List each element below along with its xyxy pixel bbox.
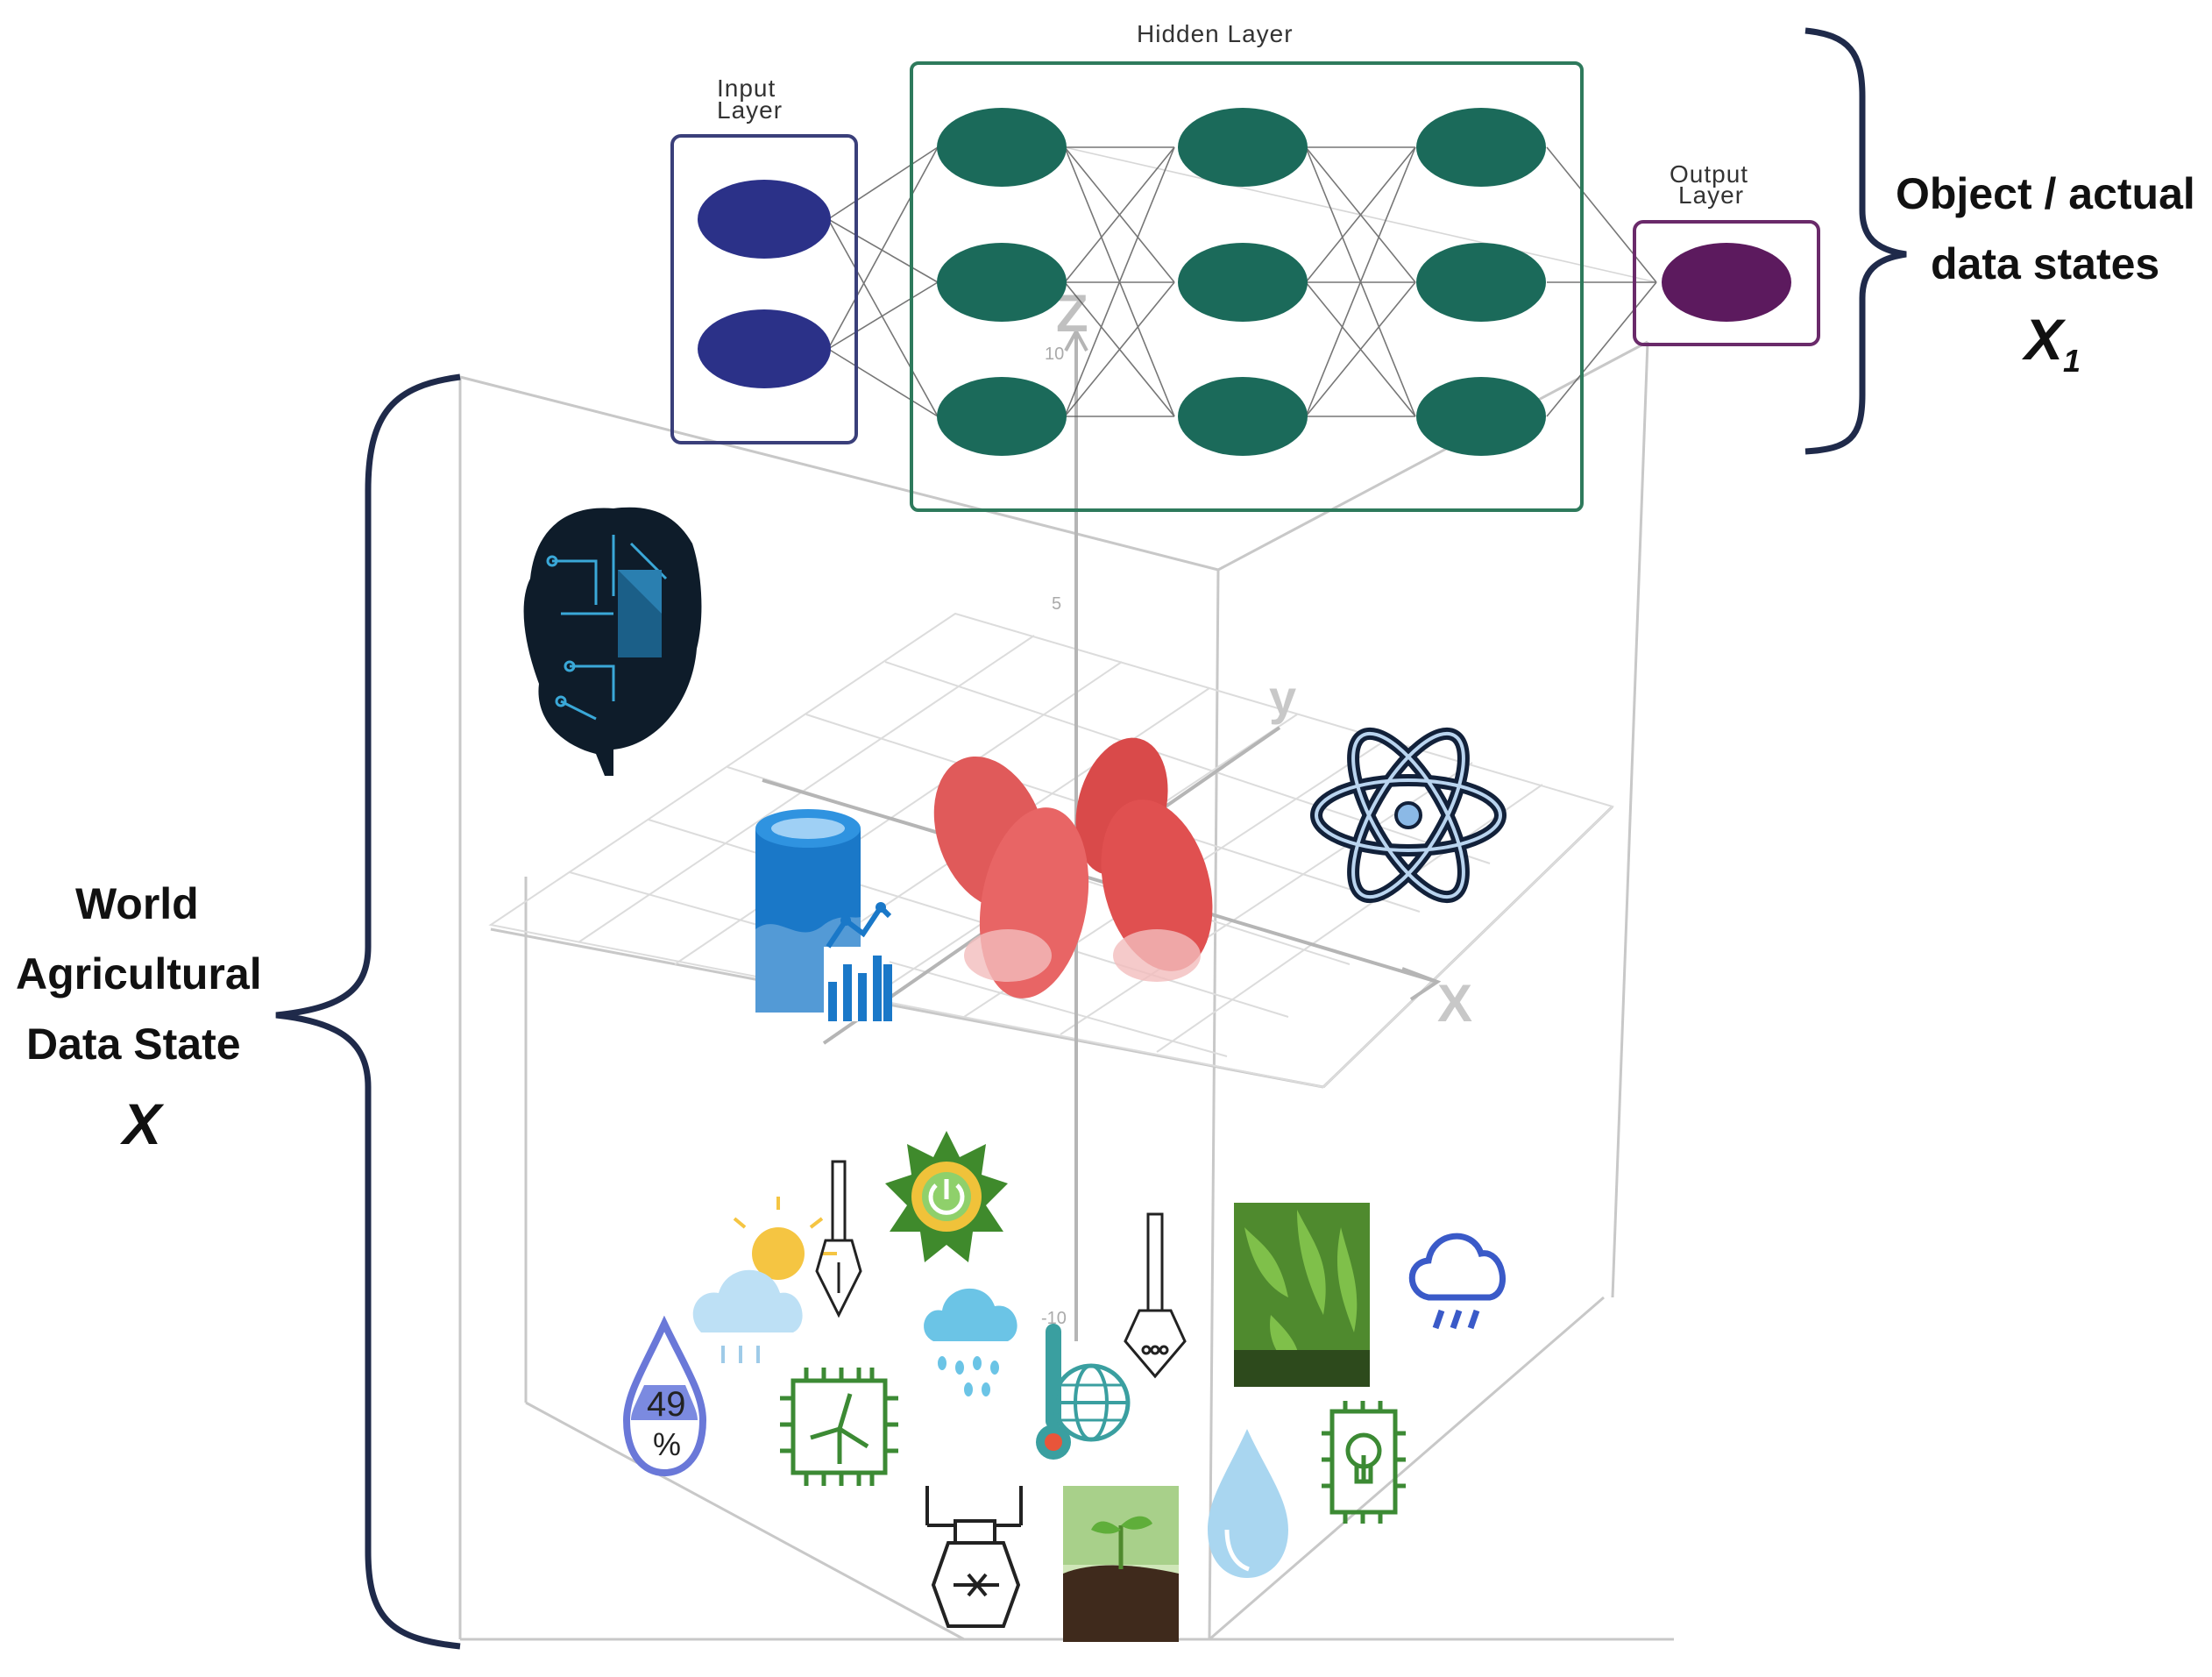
input-node-1 <box>698 180 831 259</box>
wind-chip-icon <box>780 1368 898 1486</box>
solar-power-icon <box>885 1131 1008 1262</box>
input-layer-label-1: Input <box>717 75 776 102</box>
3d-surface-plot <box>933 737 1213 998</box>
input-layer-label-2: Layer <box>717 96 783 124</box>
hidden-layer-label: Hidden Layer <box>1137 20 1294 47</box>
left-label-line2: Agricultural <box>16 949 262 998</box>
input-layer-box <box>670 134 858 444</box>
cloud-sun-icon <box>692 1197 837 1363</box>
hidden-node <box>1178 243 1308 322</box>
x-axis-label: X <box>1437 974 1472 1033</box>
water-drop-icon <box>1208 1429 1288 1578</box>
left-brace <box>275 373 461 1650</box>
left-label-line3: Data State <box>26 1020 241 1069</box>
output-layer-box <box>1633 220 1820 346</box>
input-node-2 <box>698 309 831 388</box>
hidden-node <box>937 108 1067 187</box>
right-brace <box>1804 27 1907 455</box>
humidity-unit: % <box>653 1426 681 1462</box>
hidden-layer-box <box>910 61 1584 512</box>
hidden-node <box>1178 108 1308 187</box>
flow-sensor-icon <box>925 1486 1023 1628</box>
humidity-droplet-icon <box>622 1315 707 1477</box>
ai-brain-icon <box>523 507 702 776</box>
right-label-symbol: X1 <box>2021 307 2081 379</box>
moisture-probe-icon <box>1124 1212 1187 1379</box>
z-tick-neg10: -10 <box>1041 1309 1067 1328</box>
hidden-nodes <box>937 108 1546 456</box>
hidden-node <box>1416 108 1546 187</box>
left-label-line1: World <box>75 879 199 928</box>
right-label-subscript: 1 <box>2063 343 2081 379</box>
seedling-photo <box>1063 1486 1179 1642</box>
z-tick-10: 10 <box>1045 345 1064 364</box>
right-label-line1: Object / actual <box>1896 169 2195 218</box>
output-node <box>1662 243 1791 322</box>
output-layer-label-2: Layer <box>1678 181 1744 209</box>
right-label-line2: data states <box>1931 239 2159 288</box>
humidity-value: 49 <box>647 1385 686 1424</box>
left-label-symbol: X <box>119 1091 165 1156</box>
crop-field-photo <box>1234 1203 1370 1387</box>
atom-icon <box>1310 727 1507 904</box>
z-tick-5: 5 <box>1052 594 1061 614</box>
rain-outline-icon <box>1408 1233 1506 1330</box>
rain-cloud-icon <box>924 1288 1017 1396</box>
soil-probe-icon <box>815 1160 862 1318</box>
output-layer-label-1: Output <box>1670 160 1748 188</box>
thermometer-globe-icon <box>1036 1324 1131 1460</box>
network-connections <box>827 146 1657 417</box>
y-axis-label: y <box>1269 670 1296 725</box>
hidden-node <box>937 243 1067 322</box>
hidden-node <box>1416 377 1546 456</box>
hidden-node <box>937 377 1067 456</box>
database-analytics-icon <box>755 809 892 1021</box>
hidden-node <box>1178 377 1308 456</box>
bulb-chip-icon <box>1322 1401 1406 1524</box>
hidden-node <box>1416 243 1546 322</box>
